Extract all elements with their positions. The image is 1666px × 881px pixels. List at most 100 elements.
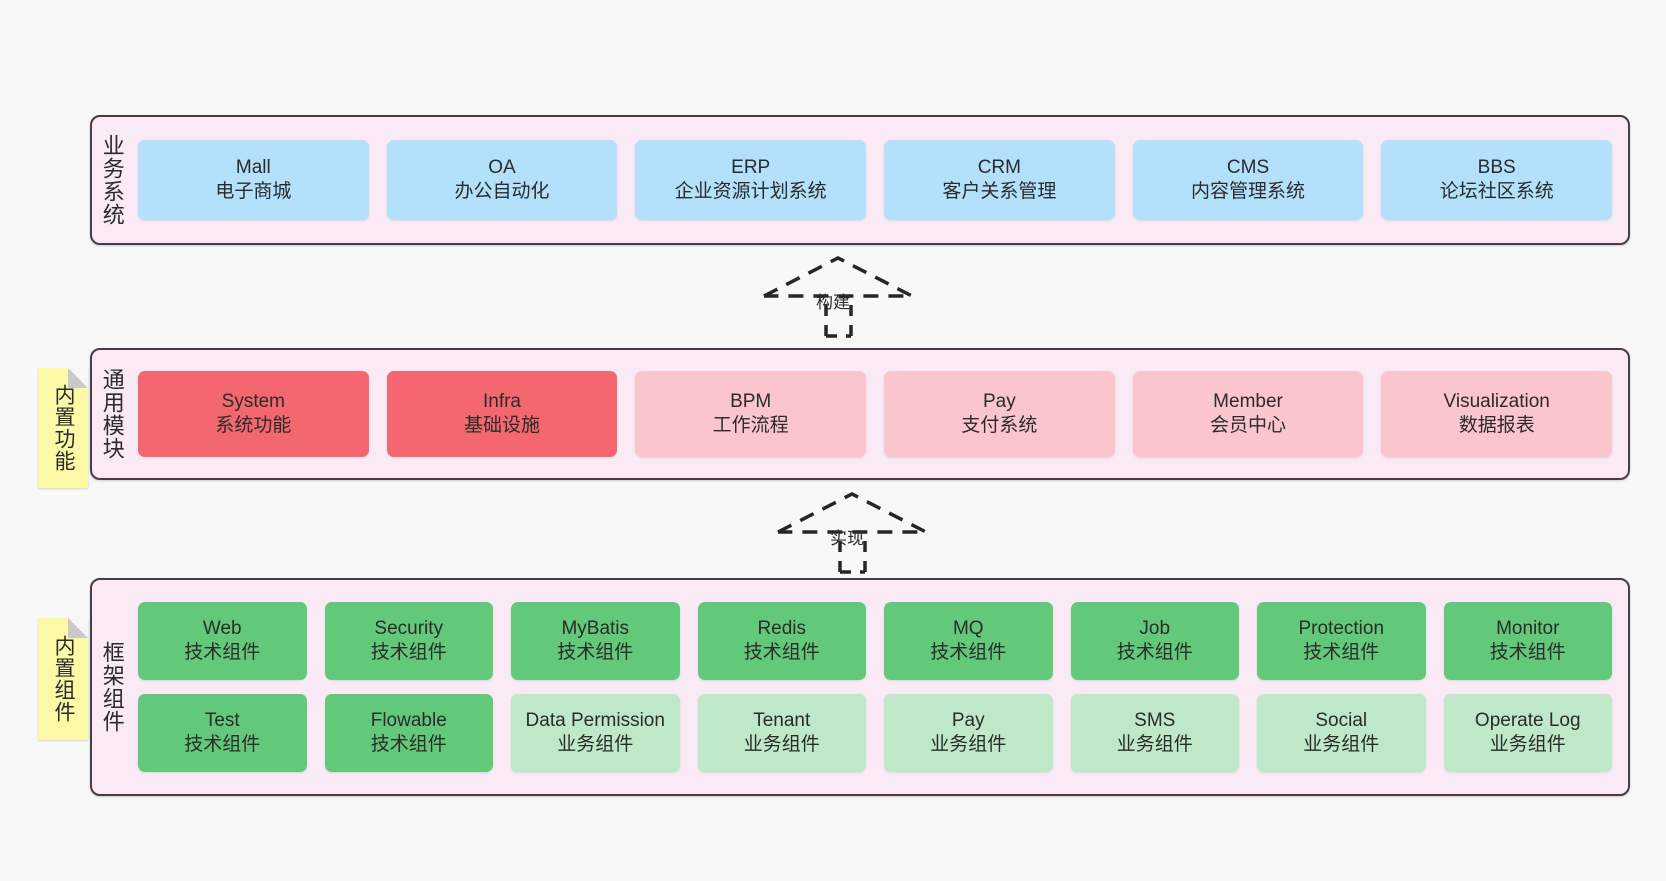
layer-business-system-title: 业务系统	[99, 134, 125, 226]
card-pay-business[interactable]: Pay 业务组件	[884, 694, 1053, 772]
card-subtitle: 技术组件	[1303, 642, 1380, 663]
connector-build-label: 构建	[816, 293, 850, 312]
card-crm[interactable]: CRM 客户关系管理	[884, 140, 1115, 220]
card-subtitle: 业务组件	[743, 734, 820, 755]
card-member[interactable]: Member 会员中心	[1132, 371, 1364, 457]
sticky-note-builtin-function: 内置功能	[38, 368, 88, 488]
card-title: CMS	[1226, 156, 1270, 178]
card-operate-log[interactable]: Operate Log 业务组件	[1443, 694, 1612, 772]
card-title: Pay	[951, 709, 985, 731]
card-sms[interactable]: SMS 业务组件	[1070, 694, 1239, 772]
card-subtitle: 电子商城	[215, 181, 292, 202]
card-title: MyBatis	[561, 617, 630, 639]
card-subtitle: 系统功能	[215, 415, 292, 436]
card-subtitle: 企业资源计划系统	[674, 181, 827, 202]
card-infra[interactable]: Infra 基础设施	[386, 371, 618, 457]
card-title: Mall	[235, 156, 271, 178]
card-row: System 系统功能 Infra 基础设施 BPM 工作流程 Pay 支付系统…	[138, 371, 1613, 457]
card-protection[interactable]: Protection 技术组件	[1257, 602, 1426, 680]
card-title: Operate Log	[1474, 709, 1581, 731]
card-monitor[interactable]: Monitor 技术组件	[1443, 602, 1612, 680]
layer-business-system[interactable]: 业务系统 Mall 电子商城 OA 办公自动化 ERP 企业资源计划系统 CRM…	[90, 115, 1630, 245]
card-title: ERP	[731, 156, 771, 178]
card-title: Web	[202, 617, 242, 639]
card-test[interactable]: Test 技术组件	[138, 694, 307, 772]
card-web[interactable]: Web 技术组件	[138, 602, 307, 680]
card-title: Member	[1213, 390, 1283, 412]
card-subtitle: 技术组件	[1489, 642, 1566, 663]
sticky-note-builtin-component: 内置组件	[38, 618, 88, 740]
card-pay[interactable]: Pay 支付系统	[884, 371, 1115, 457]
card-subtitle: 技术组件	[557, 642, 634, 663]
sticky-note-text: 内置功能	[51, 384, 75, 472]
card-bbs[interactable]: BBS 论坛社区系统	[1381, 140, 1613, 220]
card-title: OA	[488, 156, 516, 178]
connector-implement-label: 实现	[830, 529, 864, 548]
card-social[interactable]: Social 业务组件	[1257, 694, 1426, 772]
card-row: Mall 电子商城 OA 办公自动化 ERP 企业资源计划系统 CRM 客户关系…	[138, 140, 1613, 220]
card-subtitle: 支付系统	[961, 415, 1038, 436]
card-subtitle: 技术组件	[743, 642, 820, 663]
card-flowable[interactable]: Flowable 技术组件	[324, 694, 493, 772]
card-title: Security	[374, 617, 444, 639]
card-bpm[interactable]: BPM 工作流程	[635, 371, 867, 457]
card-subtitle: 内容管理系统	[1191, 181, 1306, 202]
card-mq[interactable]: MQ 技术组件	[884, 602, 1053, 680]
card-tenant[interactable]: Tenant 业务组件	[697, 694, 866, 772]
sticky-note-text: 内置组件	[51, 635, 75, 723]
card-erp[interactable]: ERP 企业资源计划系统	[635, 140, 867, 220]
card-subtitle: 技术组件	[184, 734, 261, 755]
layer-framework-components[interactable]: 框架组件 Web 技术组件 Security 技术组件 MyBatis 技术组件…	[90, 578, 1630, 796]
card-title: CRM	[977, 156, 1021, 178]
card-title: System	[221, 390, 286, 412]
layer-common-modules-title: 通用模块	[99, 368, 125, 460]
card-title: Job	[1139, 617, 1171, 639]
card-subtitle: 工作流程	[712, 415, 789, 436]
card-title: Protection	[1298, 617, 1385, 639]
card-job[interactable]: Job 技术组件	[1070, 602, 1239, 680]
card-subtitle: 业务组件	[1489, 734, 1566, 755]
card-title: Monitor	[1496, 617, 1560, 639]
card-title: Visualization	[1443, 390, 1550, 412]
card-data-permission[interactable]: Data Permission 业务组件	[511, 694, 680, 772]
layer-framework-components-body: Web 技术组件 Security 技术组件 MyBatis 技术组件 Redi…	[132, 580, 1628, 794]
card-subtitle: 业务组件	[557, 734, 634, 755]
card-title: Social	[1315, 709, 1368, 731]
card-title: Flowable	[370, 709, 447, 731]
layer-business-system-body: Mall 电子商城 OA 办公自动化 ERP 企业资源计划系统 CRM 客户关系…	[132, 117, 1628, 243]
card-title: Tenant	[753, 709, 811, 731]
card-subtitle: 数据报表	[1458, 415, 1535, 436]
card-subtitle: 基础设施	[464, 415, 541, 436]
card-subtitle: 技术组件	[370, 734, 447, 755]
card-title: Infra	[482, 390, 522, 412]
card-redis[interactable]: Redis 技术组件	[697, 602, 866, 680]
card-mybatis[interactable]: MyBatis 技术组件	[511, 602, 680, 680]
card-title: SMS	[1134, 709, 1176, 731]
card-row: Web 技术组件 Security 技术组件 MyBatis 技术组件 Redi…	[138, 602, 1612, 680]
card-subtitle: 业务组件	[1303, 734, 1380, 755]
card-subtitle: 客户关系管理	[942, 181, 1057, 202]
card-subtitle: 技术组件	[930, 642, 1007, 663]
card-mall[interactable]: Mall 电子商城	[138, 140, 369, 220]
card-title: BPM	[730, 390, 772, 412]
card-oa[interactable]: OA 办公自动化	[386, 140, 618, 220]
card-subtitle: 论坛社区系统	[1439, 181, 1554, 202]
card-title: Data Permission	[525, 709, 665, 731]
card-title: Test	[204, 709, 240, 731]
card-cms[interactable]: CMS 内容管理系统	[1132, 140, 1364, 220]
card-title: Redis	[757, 617, 807, 639]
card-security[interactable]: Security 技术组件	[324, 602, 493, 680]
layer-common-modules[interactable]: 通用模块 System 系统功能 Infra 基础设施 BPM 工作流程 Pay…	[90, 348, 1630, 480]
card-subtitle: 技术组件	[370, 642, 447, 663]
card-subtitle: 技术组件	[184, 642, 261, 663]
card-system[interactable]: System 系统功能	[138, 371, 369, 457]
card-subtitle: 业务组件	[1116, 734, 1193, 755]
card-row: Test 技术组件 Flowable 技术组件 Data Permission …	[138, 694, 1612, 772]
card-visualization[interactable]: Visualization 数据报表	[1381, 371, 1613, 457]
card-subtitle: 会员中心	[1210, 415, 1287, 436]
card-title: BBS	[1477, 156, 1516, 178]
layer-framework-components-title: 框架组件	[99, 641, 125, 733]
card-subtitle: 办公自动化	[454, 181, 550, 202]
card-title: Pay	[982, 390, 1016, 412]
